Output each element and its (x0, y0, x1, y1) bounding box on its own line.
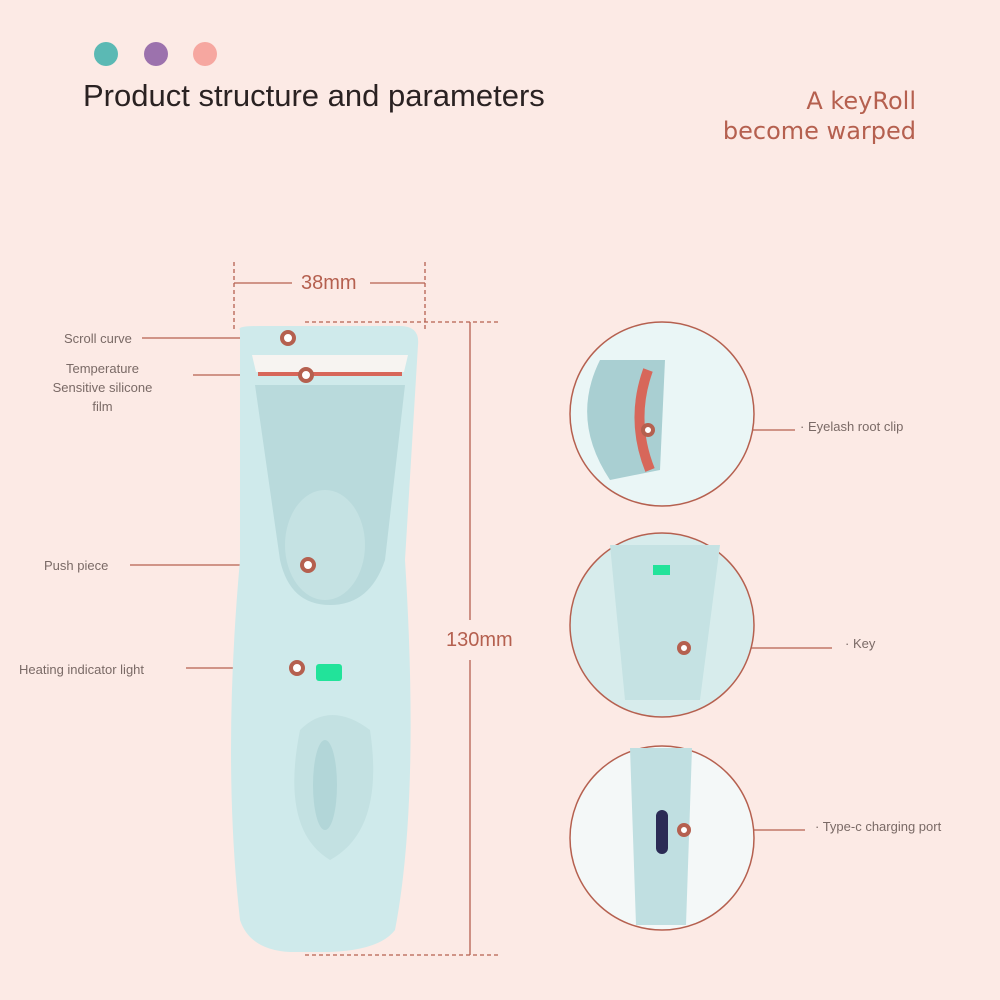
tagline-line1: A keyRoll (806, 87, 916, 115)
label-key: · Key (845, 636, 876, 651)
color-dot-pink (193, 42, 217, 66)
height-dimension: 130mm (446, 629, 513, 651)
width-dimension: 38mm (301, 272, 357, 294)
tagline-line2: become warped (722, 117, 916, 145)
label-scroll-curve: Scroll curve (64, 331, 132, 346)
page-title: Product structure and parameters (83, 78, 545, 113)
label-temp-line2: Sensitive silicone (52, 380, 153, 395)
color-dot-purple (144, 42, 168, 66)
label-eyelash-clip: · Eyelash root clip (800, 419, 904, 434)
label-heating-light: Heating indicator light (19, 662, 145, 677)
label-temp-line3: film (92, 399, 113, 414)
color-dot-teal (94, 42, 118, 66)
label-temperature-film: Temperature Sensitive silicone film (40, 359, 165, 416)
label-typec-port: · Type-c charging port (815, 819, 942, 834)
label-push-piece: Push piece (44, 558, 109, 573)
label-temp-line1: Temperature (66, 361, 139, 376)
